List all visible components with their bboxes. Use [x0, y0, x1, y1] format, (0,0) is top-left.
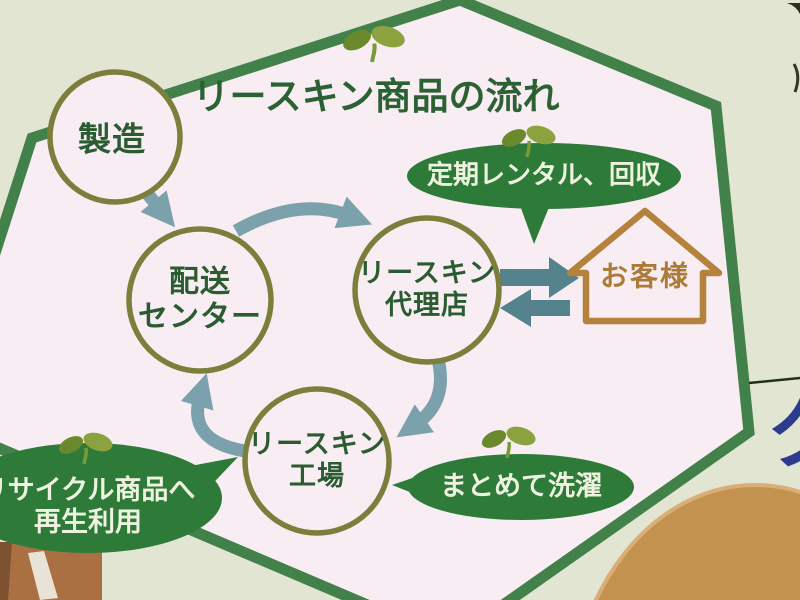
page-title: リースキン商品の流れ — [192, 75, 560, 119]
circle-manufacturing — [47, 69, 183, 205]
bubble-rental-collection — [407, 143, 681, 209]
node-agency-label: リースキン 代理店 — [358, 258, 496, 322]
photo-mop-handle — [28, 551, 58, 600]
background-circle — [593, 483, 800, 600]
photo-shadow — [0, 542, 12, 600]
node-line: 配送 — [169, 264, 231, 300]
node-delivery-center-label: 配送 センター — [138, 265, 262, 336]
circle-agency — [352, 215, 502, 365]
node-line: リースキン — [358, 258, 496, 290]
node-line: リースキン — [248, 429, 386, 461]
bubble-line: 再生利用 — [34, 507, 142, 538]
node-factory-label: リースキン 工場 — [248, 429, 386, 493]
partial-text-glyph: ク — [766, 366, 800, 485]
arrow-customer-to-agency — [500, 289, 570, 327]
node-line: 工場 — [289, 461, 345, 492]
circle-delivery-center — [126, 226, 274, 374]
bubble-batch-washing-label: まとめて洗濯 — [440, 471, 602, 503]
speech-bubbles — [0, 143, 681, 553]
arrow-agency-to-customer — [500, 257, 579, 298]
node-circles — [47, 69, 502, 536]
arrow-delivery-to-agency — [232, 196, 373, 237]
node-manufacturing-label: 製造 — [78, 119, 146, 159]
edge-mark — [792, 63, 800, 93]
divider-line — [748, 376, 800, 385]
arrow-factory-to-delivery — [180, 373, 253, 459]
edge-mark — [787, 3, 800, 14]
node-line: 代理店 — [385, 290, 469, 321]
customer-house-label: お客様 — [599, 259, 691, 293]
node-line: センター — [138, 300, 262, 335]
bubble-recycling-label: リサイクル商品へ 再生利用 — [0, 475, 195, 539]
bubble-rental-tail — [518, 200, 552, 244]
bubble-batch-washing — [408, 454, 634, 520]
house-icon — [566, 207, 723, 325]
bubble-line: リサイクル商品へ — [0, 475, 196, 507]
bubble-recycling — [0, 443, 222, 553]
bubble-rental-collection-label: 定期レンタル、回収 — [426, 160, 662, 191]
circle-factory — [242, 386, 392, 536]
